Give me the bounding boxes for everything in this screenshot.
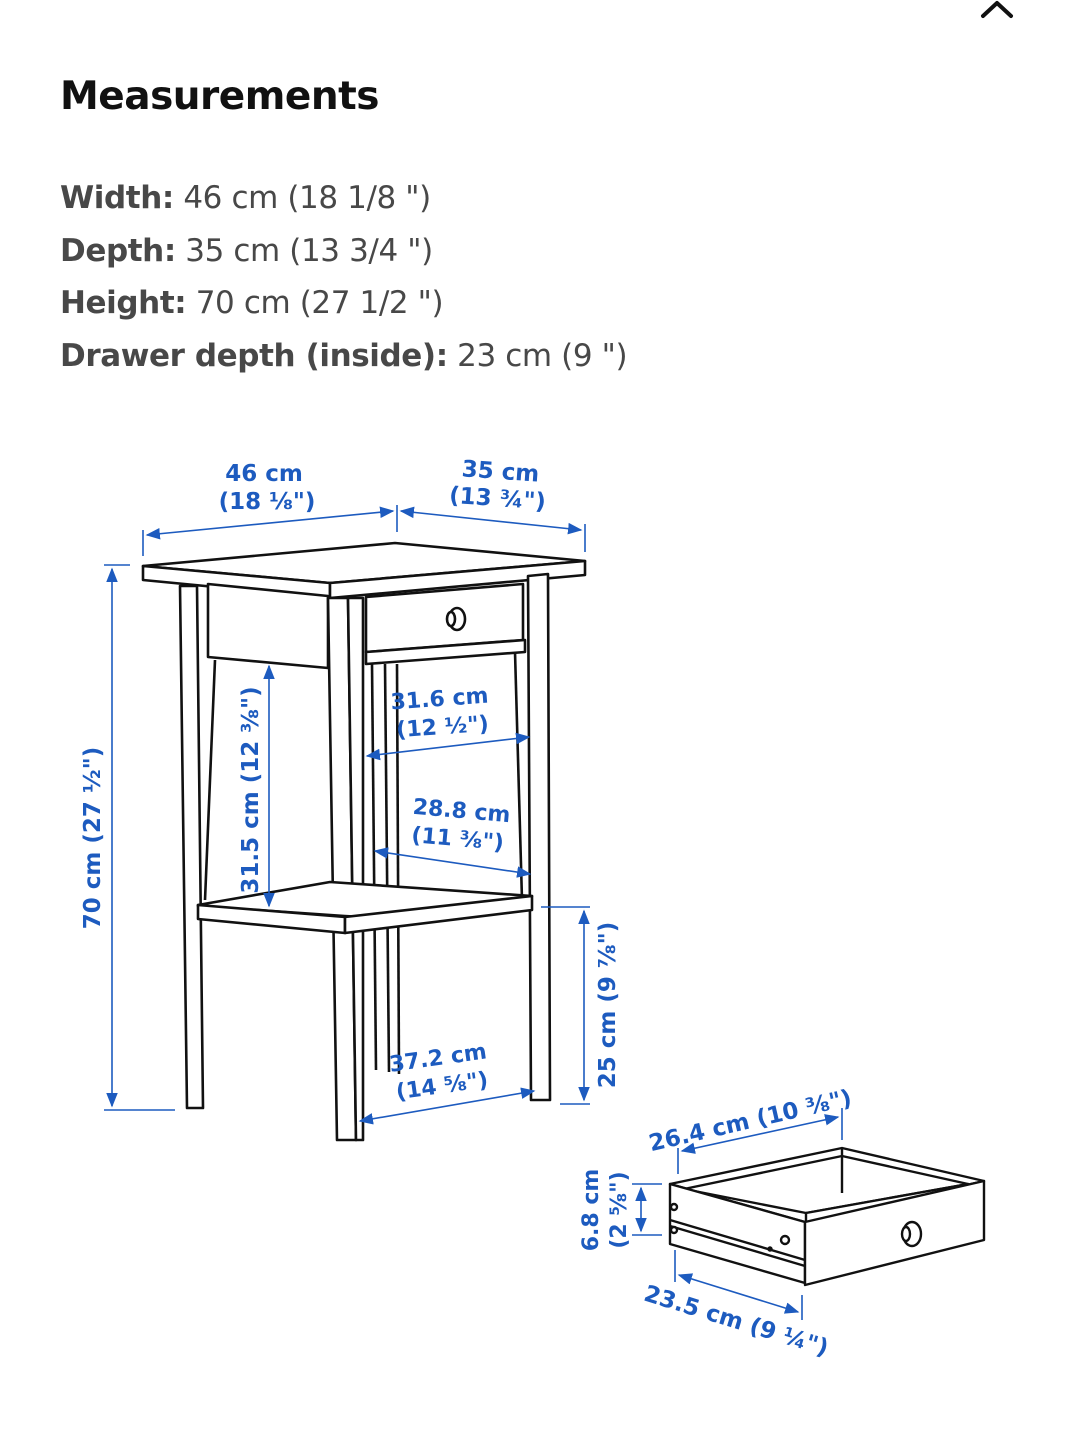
chevron-up-icon [981, 1, 1013, 18]
spec-label: Depth: [60, 232, 176, 269]
section-title: Measurements [60, 74, 379, 119]
spec-value: 35 cm (13 3/4 ") [175, 232, 433, 269]
spec-label: Drawer depth (inside): [60, 337, 448, 374]
collapse-button[interactable] [972, 0, 1022, 22]
spec-value: 70 cm (27 1/2 ") [186, 285, 444, 321]
inner-upper-in-label: (12 ½") [395, 712, 489, 743]
spec-drawer-depth: Drawer depth (inside): 23 cm (9 ") [60, 330, 628, 383]
drawer-outline [668, 1146, 986, 1287]
dimension-drawing: 46 cm (18 ⅛") 35 cm (13 ¾") 70 cm (27 ½"… [0, 420, 1066, 1420]
drawer-height-in-label: (2 ⅝") [607, 1171, 632, 1248]
spec-value: 46 cm (18 1/8 ") [173, 180, 431, 216]
shelf-clearance-label: 31.5 cm (12 ⅜") [238, 686, 264, 893]
inner-lower-cm-label: 28.8 cm [412, 795, 512, 828]
spec-label: Width: [60, 180, 174, 216]
drawer-height-cm-label: 6.8 cm [579, 1169, 604, 1252]
depth-cm-label: 35 cm [461, 456, 540, 487]
height-total-label: 70 cm (27 ½") [80, 747, 106, 929]
measurement-list: Width: 46 cm (18 1/8 ") Depth: 35 cm (13… [60, 172, 628, 383]
drawer-dimensions [632, 1108, 843, 1320]
width-in-label: (18 ⅛") [219, 489, 316, 515]
width-cm-label: 46 cm [225, 461, 303, 487]
shelf-height-label: 25 cm (9 ⅞") [595, 922, 621, 1088]
drawer-width-label: 26.4 cm (10 ⅜") [647, 1085, 855, 1157]
spec-height: Height: 70 cm (27 1/2 ") [60, 277, 627, 330]
spec-value: 23 cm (9 ") [447, 337, 628, 374]
spec-width: Width: 46 cm (18 1/8 ") [60, 172, 627, 225]
nightstand-outline [141, 541, 587, 1142]
inner-upper-cm-label: 31.6 cm [390, 684, 489, 716]
depth-in-label: (13 ¾") [448, 483, 546, 516]
dimension-annotations [104, 505, 590, 1125]
spec-label: Height: [60, 285, 187, 321]
inner-lower-in-label: (11 ⅜") [410, 823, 504, 856]
spec-depth: Depth: 35 cm (13 3/4 ") [60, 225, 627, 278]
